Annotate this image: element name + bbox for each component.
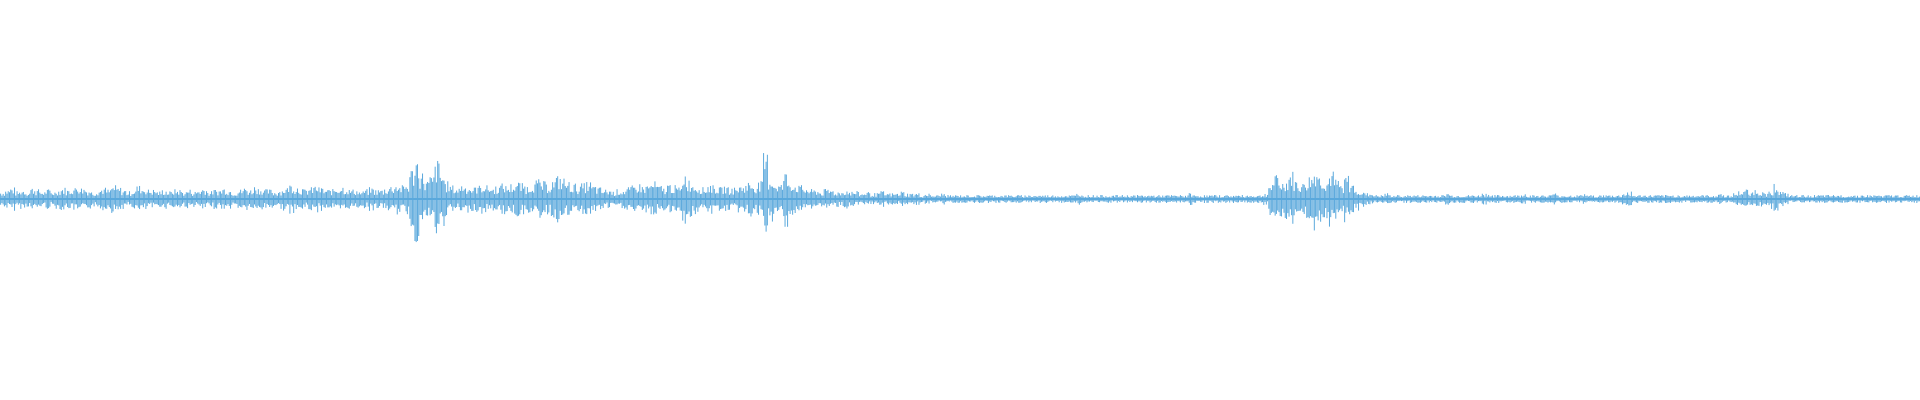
waveform-series — [0, 153, 1920, 243]
